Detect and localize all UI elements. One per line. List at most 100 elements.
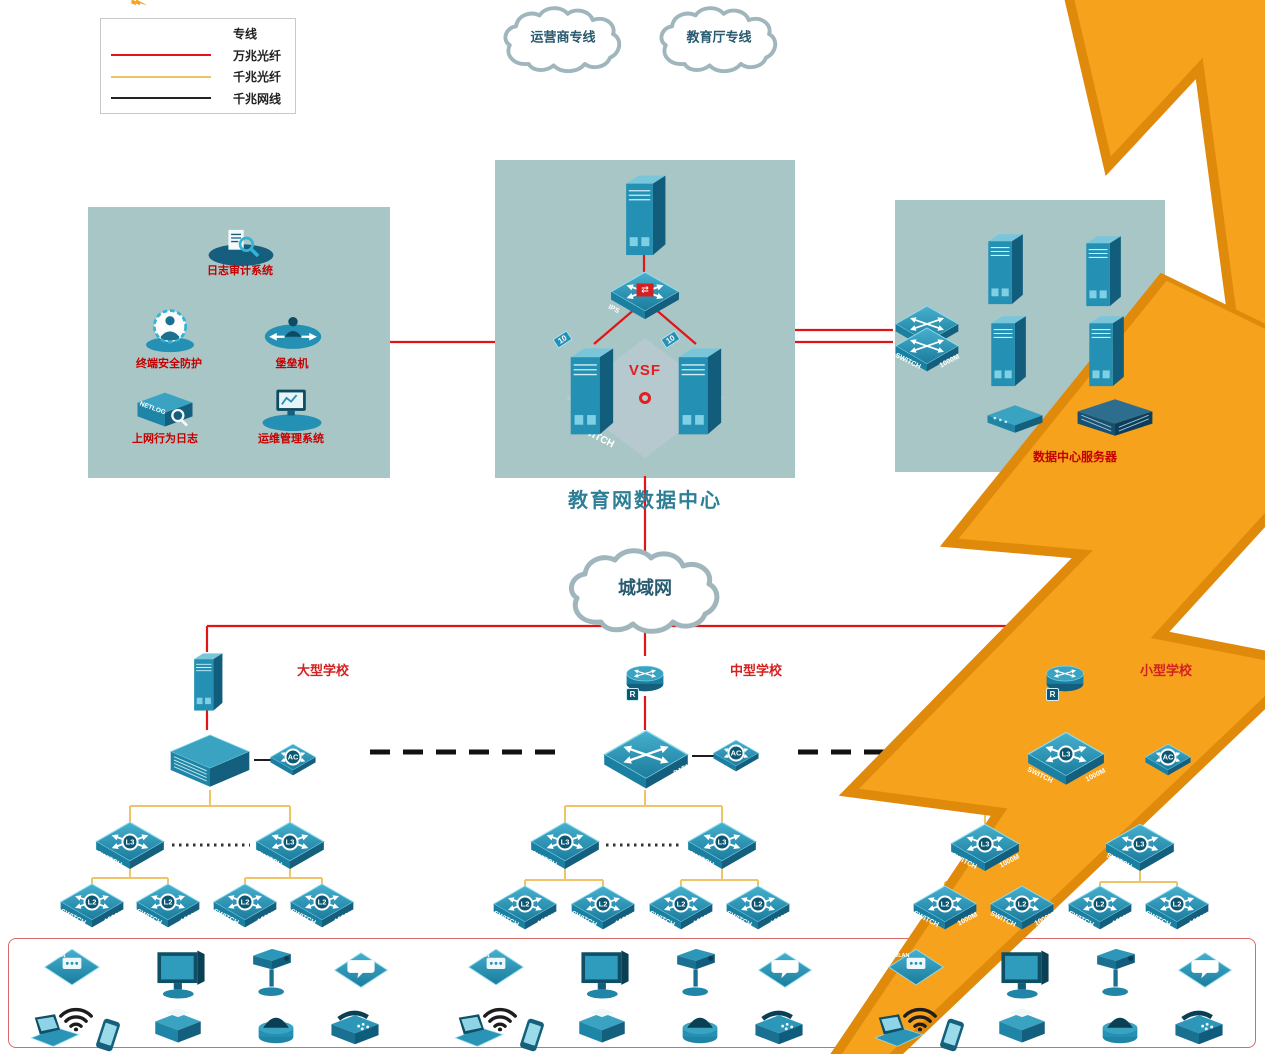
l2-badge: L2 xyxy=(83,893,101,911)
ip-phone xyxy=(750,1004,808,1050)
l2-badge: L2 xyxy=(516,895,534,913)
wlan-label: WLAN xyxy=(893,953,910,959)
dome-camera xyxy=(254,1004,298,1046)
carrier-cloud-label: 运营商专线 xyxy=(530,29,596,45)
bastion-icon xyxy=(262,310,324,354)
ptz-camera xyxy=(1092,944,1140,1000)
wireless-ap: WLAN xyxy=(886,946,946,990)
l2-badge: L2 xyxy=(749,895,767,913)
legend-row-1g-fiber: 千兆光纤 xyxy=(111,67,285,87)
legend: 专线 万兆光纤 千兆光纤 千兆网线 xyxy=(100,18,296,114)
storage-unit xyxy=(982,402,1048,436)
school3-core-switch: L3 SWITCH 1000M xyxy=(1025,730,1107,788)
netlog-icon: NETLOG xyxy=(130,388,200,432)
messaging-terminal xyxy=(332,950,390,992)
school3-l2-switch: L2 SWITCH 1000M xyxy=(988,884,1056,932)
ip-phone xyxy=(326,1004,384,1050)
school3-name: 小型学校 xyxy=(1139,663,1192,678)
ac-badge: AC xyxy=(1159,748,1177,766)
legend-row-1g-cable: 千兆网线 xyxy=(111,88,285,108)
education-cloud: 教育厅专线 xyxy=(643,6,795,78)
l2-badge: L2 xyxy=(1168,895,1186,913)
l2-badge: L2 xyxy=(236,893,254,911)
laptop xyxy=(872,1012,926,1052)
school2-l2-switch: L2 SWITCH 1000M xyxy=(569,884,637,932)
terminal-security-label: 终端安全防护 xyxy=(136,358,202,370)
l3-badge: L3 xyxy=(713,833,731,851)
messaging-terminal xyxy=(1176,950,1234,992)
edge-firewall xyxy=(619,170,669,258)
school2-l2-switch: L2 SWITCH 1000M xyxy=(724,884,792,932)
legend-label: 专线 xyxy=(233,27,258,42)
l2-badge: L2 xyxy=(313,893,331,911)
school2-name: 中型学校 xyxy=(729,663,782,678)
school3-l2-switch: L2 SWITCH 1000M xyxy=(1066,884,1134,932)
l2-badge: L2 xyxy=(594,895,612,913)
laptop xyxy=(452,1012,506,1052)
legend-label: 万兆光纤 xyxy=(233,48,282,63)
ptz-camera xyxy=(248,944,296,1000)
ops-system-icon xyxy=(258,386,326,432)
behavior-log-label: 上网行为日志 xyxy=(132,433,198,445)
rack-server xyxy=(1080,232,1124,308)
school1-name: 大型学校 xyxy=(296,663,349,678)
l2-badge: L2 xyxy=(1091,895,1109,913)
black-line-icon xyxy=(111,97,219,100)
rack-server xyxy=(985,312,1029,388)
smartphone xyxy=(516,1018,548,1052)
school1-core-switch xyxy=(164,728,256,792)
school3-l3-switch: L3 SWITCH 1000M xyxy=(949,822,1021,874)
datacenter-title: 教育网数据中心 xyxy=(568,488,722,512)
log-audit-label: 日志审计系统 xyxy=(207,265,273,277)
carrier-cloud: 运营商专线 xyxy=(487,6,639,78)
server-icon xyxy=(671,338,725,442)
school1-firewall xyxy=(189,650,225,712)
yellow-line-icon xyxy=(111,75,219,78)
l2-badge: L2 xyxy=(936,895,954,913)
blade-chassis xyxy=(1072,396,1158,440)
school1-l3-switch: L3 SWITCH 1000M xyxy=(94,820,166,872)
wireless-ap: WLAN xyxy=(466,946,526,990)
school2-l2-switch: L2 SWITCH 1000M xyxy=(647,884,715,932)
school3-ac-controller: AC xyxy=(1144,742,1192,778)
school2-l3-switch: L3 SWITCH 1000M xyxy=(529,820,601,872)
printer xyxy=(574,1004,630,1046)
dome-camera xyxy=(678,1004,722,1046)
school2-l3-switch: L3 SWITCH 1000M xyxy=(686,820,758,872)
ips-arrows-icon: ⇄ xyxy=(636,283,654,297)
wlan-label: WLAN xyxy=(473,953,490,959)
school1-l2-switch: L2 SWITCH 1000M xyxy=(211,882,279,930)
legend-row-dedicated-line: 专线 xyxy=(111,24,285,44)
education-cloud-label: 教育厅专线 xyxy=(686,29,752,45)
l3-badge: L3 xyxy=(1131,835,1149,853)
school1-l2-switch: L2 SWITCH 1000M xyxy=(134,882,202,930)
wireless-ap: WLAN xyxy=(42,946,102,990)
man-cloud-label: 城域网 xyxy=(618,577,672,598)
man-cloud: 城域网 xyxy=(540,548,750,640)
core-switch-right: 10 xyxy=(660,330,725,442)
ip-phone xyxy=(1170,1004,1228,1050)
school1-l2-switch: L2 SWITCH 1000M xyxy=(58,882,126,930)
l3-badge: L3 xyxy=(976,835,994,853)
desktop-pc xyxy=(996,948,1054,1000)
school3-l2-switch: L2 SWITCH 1000M xyxy=(911,884,979,932)
printer xyxy=(994,1004,1050,1046)
server-icon xyxy=(563,338,617,442)
l3-badge: L3 xyxy=(556,833,574,851)
school3-l3-switch: L3 SWITCH 1000M xyxy=(1104,822,1176,874)
l2-badge: L2 xyxy=(672,895,690,913)
school3-router: R xyxy=(1042,656,1088,701)
l2-badge: L2 xyxy=(159,893,177,911)
bastion-label: 堡垒机 xyxy=(275,358,309,370)
red-line-icon xyxy=(111,54,219,57)
school1-l3-switch: L3 SWITCH 1000M xyxy=(254,820,326,872)
ptz-camera xyxy=(672,944,720,1000)
legend-label: 千兆网线 xyxy=(233,91,282,106)
smartphone xyxy=(92,1018,124,1052)
rack-server xyxy=(1083,312,1127,388)
core-switch-left: 10 xyxy=(552,330,617,442)
school2-ac-controller: AC xyxy=(712,738,760,774)
router-badge: R xyxy=(626,688,639,701)
